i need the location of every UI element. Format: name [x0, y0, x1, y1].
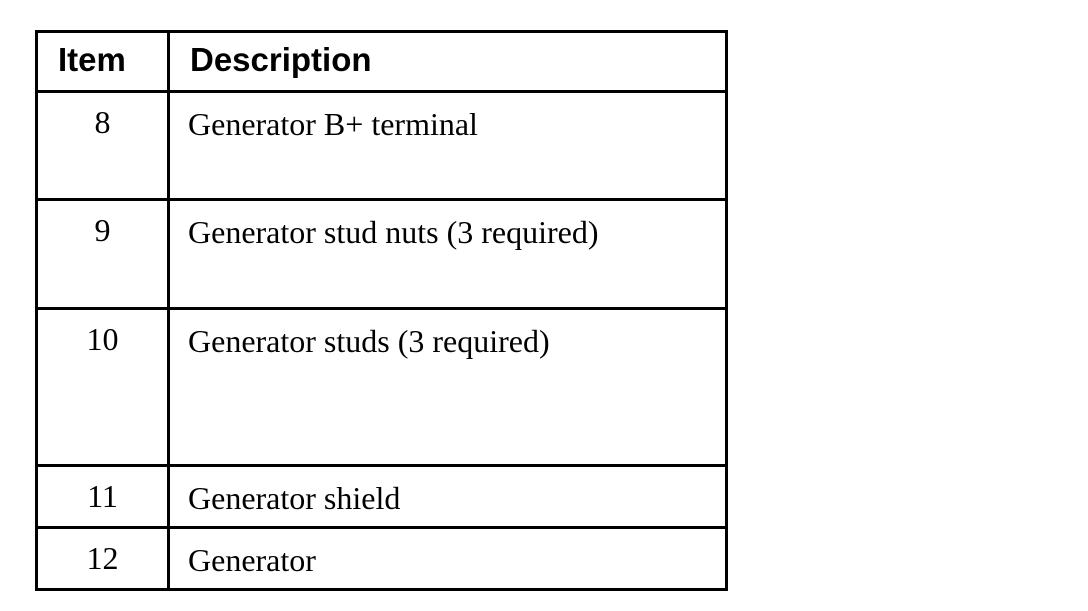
table-row: 9 Generator stud nuts (3 required)	[35, 198, 728, 310]
table-row: 8 Generator B+ terminal	[35, 90, 728, 201]
cell-item: 10	[35, 307, 170, 467]
table-row: 12 Generator	[35, 526, 728, 591]
cell-item-value: 11	[87, 478, 118, 514]
cell-description-value: Generator studs (3 required)	[188, 323, 550, 359]
table-row: 10 Generator studs (3 required)	[35, 307, 728, 467]
cell-item-value: 9	[94, 212, 111, 248]
column-header-description: Description	[167, 30, 728, 93]
cell-description-value: Generator shield	[188, 480, 401, 516]
column-header-item: Item	[35, 30, 170, 93]
parts-list-table: Item Description 8 Generator B+ terminal…	[35, 30, 728, 591]
cell-description: Generator studs (3 required)	[167, 307, 728, 467]
table-row: 11 Generator shield	[35, 464, 728, 529]
cell-description-value: Generator	[188, 542, 316, 578]
table-header-row: Item Description	[35, 30, 728, 93]
cell-item-value: 10	[86, 321, 119, 357]
cell-item: 11	[35, 464, 170, 529]
cell-item: 12	[35, 526, 170, 591]
cell-description: Generator B+ terminal	[167, 90, 728, 201]
cell-description-value: Generator stud nuts (3 required)	[188, 214, 599, 250]
cell-description: Generator	[167, 526, 728, 591]
cell-item-value: 8	[94, 104, 111, 140]
cell-description-value: Generator B+ terminal	[188, 106, 478, 142]
cell-item: 9	[35, 198, 170, 310]
table-header: Item Description	[35, 30, 728, 93]
table-body: 8 Generator B+ terminal 9 Generator stud…	[35, 90, 728, 591]
column-header-item-label: Item	[58, 41, 126, 78]
column-header-description-label: Description	[190, 41, 372, 78]
cell-description: Generator stud nuts (3 required)	[167, 198, 728, 310]
cell-item-value: 12	[86, 540, 119, 576]
cell-item: 8	[35, 90, 170, 201]
cell-description: Generator shield	[167, 464, 728, 529]
